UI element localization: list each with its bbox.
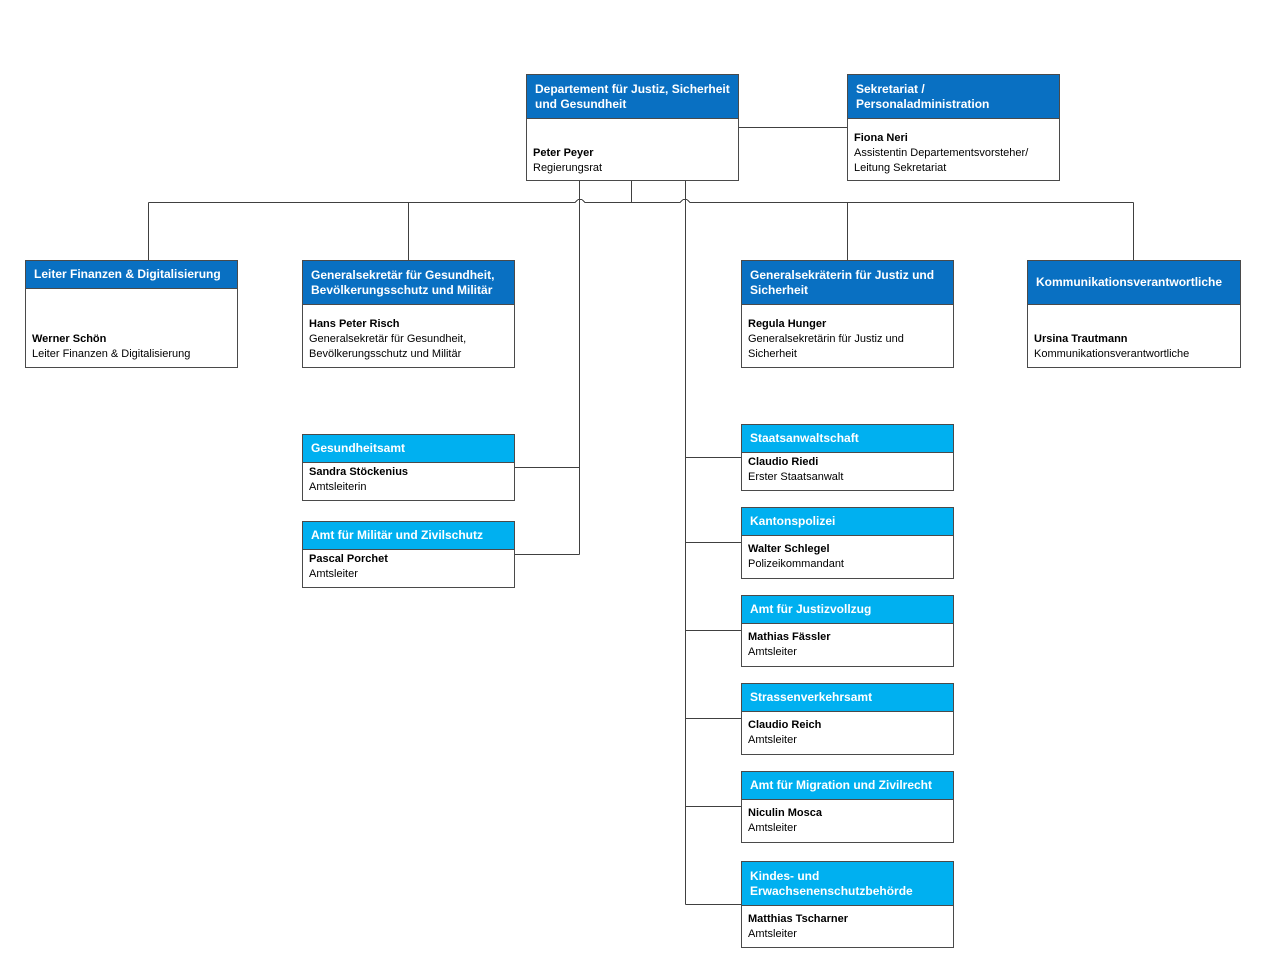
person-name: Hans Peter Risch	[309, 318, 400, 330]
person-name: Werner Schön	[32, 333, 107, 345]
unit-title: Departement für Justiz, Sicherheit und G…	[527, 75, 738, 119]
unit-title: Staatsanwaltschaft	[742, 425, 953, 453]
unit-title: Kommunikationsverantwortliche	[1028, 261, 1240, 305]
person-name: Claudio Riedi	[748, 456, 819, 468]
person-name: Sandra Stöckenius	[309, 466, 409, 478]
unit-title: Strassenverkehrsamt	[742, 684, 953, 712]
person-name: Niculin Mosca	[748, 807, 822, 819]
person-name: Claudio Reich	[748, 719, 822, 731]
person-role: Erster Staatsanwalt	[748, 471, 844, 483]
person-role: Amtsleiter	[748, 646, 797, 658]
unit-migration: Amt für Migration und Zivilrecht Niculin…	[741, 771, 954, 843]
unit-gs-gesundheit: Generalsekretär für Gesundheit, Bevölker…	[302, 260, 515, 368]
unit-title: Kindes- und Erwachsenenschutzbehörde	[742, 862, 953, 906]
person-role: Generalsekretär für Gesundheit, Bevölker…	[309, 333, 467, 360]
person-name: Pascal Porchet	[309, 553, 388, 565]
unit-staatsanwaltschaft: Staatsanwaltschaft Claudio Riedi Erster …	[741, 424, 954, 491]
person-name: Ursina Trautmann	[1034, 333, 1128, 345]
person-role: Amtsleiterin	[309, 481, 367, 493]
unit-finanzen: Leiter Finanzen & Digitalisierung Werner…	[25, 260, 238, 368]
unit-departement: Departement für Justiz, Sicherheit und G…	[526, 74, 739, 181]
person-role: Amtsleiter	[309, 568, 358, 580]
person-role: Leiter Finanzen & Digitalisierung	[32, 348, 191, 360]
unit-justizvollzug: Amt für Justizvollzug Mathias Fässler Am…	[741, 595, 954, 667]
unit-kesb: Kindes- und Erwachsenenschutzbehörde Mat…	[741, 861, 954, 948]
connector-bus	[148, 198, 1134, 203]
person-role: Generalsekretärin für Justiz und Sicherh…	[748, 333, 904, 360]
person-role: Amtsleiter	[748, 734, 797, 746]
unit-title: Amt für Justizvollzug	[742, 596, 953, 624]
unit-title: Gesundheitsamt	[303, 435, 514, 463]
unit-kantonspolizei: Kantonspolizei Walter Schlegel Polizeiko…	[741, 507, 954, 579]
unit-gesundheitsamt: Gesundheitsamt Sandra Stöckenius Amtslei…	[302, 434, 515, 501]
person-role: Amtsleiter	[748, 822, 797, 834]
person-name: Mathias Fässler	[748, 631, 831, 643]
person-name: Regula Hunger	[748, 318, 827, 330]
unit-kommunikation: Kommunikationsverantwortliche Ursina Tra…	[1027, 260, 1241, 368]
person-role: Polizeikommandant	[748, 558, 844, 570]
person-name: Matthias Tscharner	[748, 913, 849, 925]
person-role: Assistentin Departementsvorsteher/ Leitu…	[854, 147, 1029, 174]
unit-title: Amt für Militär und Zivilschutz	[303, 522, 514, 550]
unit-sekretariat: Sekretariat / Personaladministration Fio…	[847, 74, 1060, 181]
unit-title: Sekretariat / Personaladministration	[848, 75, 1059, 119]
unit-militaer: Amt für Militär und Zivilschutz Pascal P…	[302, 521, 515, 588]
person-name: Walter Schlegel	[748, 543, 830, 555]
person-role: Regierungsrat	[533, 162, 603, 174]
person-role: Amtsleiter	[748, 928, 797, 940]
person-name: Fiona Neri	[854, 132, 908, 144]
unit-gs-justiz: Generalsekräterin für Justiz und Sicherh…	[741, 260, 954, 368]
unit-title: Generalsekretär für Gesundheit, Bevölker…	[303, 261, 514, 305]
person-role: Kommunikationsverantwortliche	[1034, 348, 1190, 360]
unit-title: Leiter Finanzen & Digitalisierung	[26, 261, 237, 289]
unit-title: Amt für Migration und Zivilrecht	[742, 772, 953, 800]
unit-title: Kantonspolizei	[742, 508, 953, 536]
unit-title: Generalsekräterin für Justiz und Sicherh…	[742, 261, 953, 305]
unit-strassenverkehrsamt: Strassenverkehrsamt Claudio Reich Amtsle…	[741, 683, 954, 755]
person-name: Peter Peyer	[533, 147, 594, 159]
